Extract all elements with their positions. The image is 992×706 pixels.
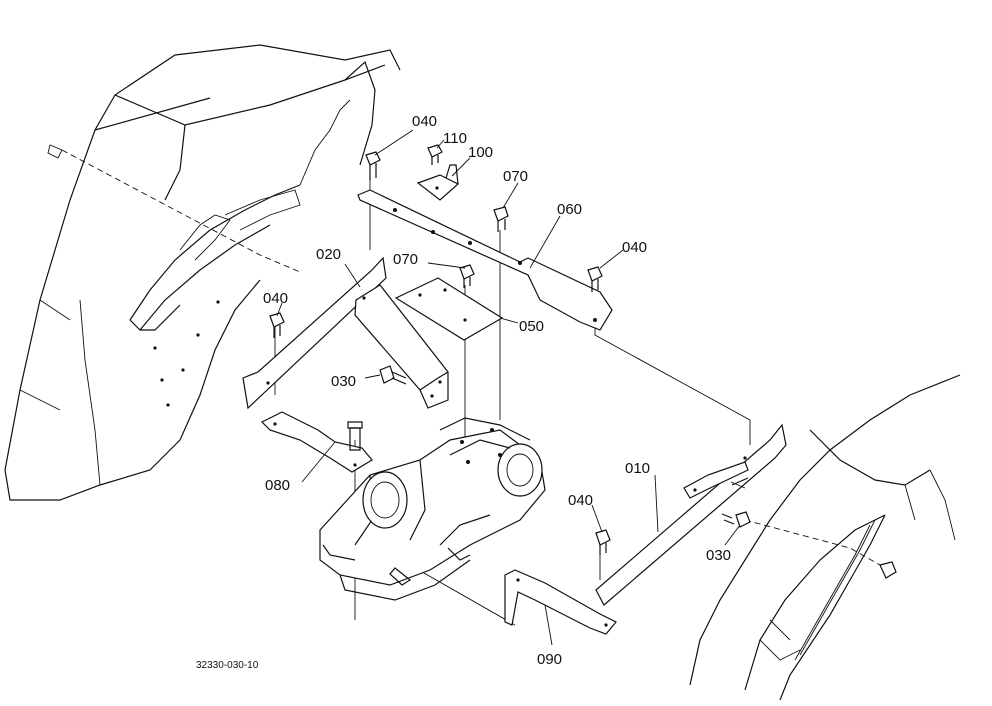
bracket-020 <box>242 256 449 410</box>
bolt-070-upper <box>493 206 509 232</box>
bolt-030-right <box>721 511 751 528</box>
bracket-010 <box>595 423 787 606</box>
callout-050: 050 <box>519 318 544 335</box>
bolt-030-left <box>379 365 407 385</box>
callout-070-upper: 070 <box>503 168 528 185</box>
callout-100: 100 <box>468 144 493 161</box>
bolt-040-top <box>365 151 381 180</box>
bolt-070-lower <box>459 264 475 288</box>
bracket-plate-060 <box>357 189 613 331</box>
bracket-080 <box>260 411 373 473</box>
reference-code: 32330-030-10 <box>196 660 259 671</box>
bolt-040-bottom <box>595 529 611 555</box>
plate-050 <box>394 277 504 341</box>
left-fender <box>4 44 401 501</box>
bolt-110 <box>427 144 443 165</box>
callout-030-left: 030 <box>331 373 356 390</box>
callout-040-left: 040 <box>263 290 288 307</box>
bracket-090 <box>504 569 617 635</box>
right-fender <box>689 374 961 701</box>
callout-040-bottom: 040 <box>568 492 593 509</box>
alignment-lines <box>61 149 881 626</box>
valve-assembly <box>319 417 546 601</box>
leader-lines <box>276 129 741 646</box>
callout-110: 110 <box>443 130 467 147</box>
bolts <box>269 144 751 555</box>
callout-020: 020 <box>316 246 341 263</box>
callout-labels: 040 110 100 070 060 040 020 070 040 050 … <box>196 113 731 671</box>
bolt-040-left <box>269 312 285 338</box>
callout-090: 090 <box>537 651 562 668</box>
callout-040-right: 040 <box>622 239 647 256</box>
callout-060: 060 <box>557 201 582 218</box>
bolt-040-right <box>587 266 603 292</box>
callout-070-lower: 070 <box>393 251 418 268</box>
callout-080: 080 <box>265 477 290 494</box>
bracket-100 <box>416 164 460 201</box>
callout-010: 010 <box>625 460 650 477</box>
callout-030-right: 030 <box>706 547 731 564</box>
callout-040-top: 040 <box>412 113 437 130</box>
